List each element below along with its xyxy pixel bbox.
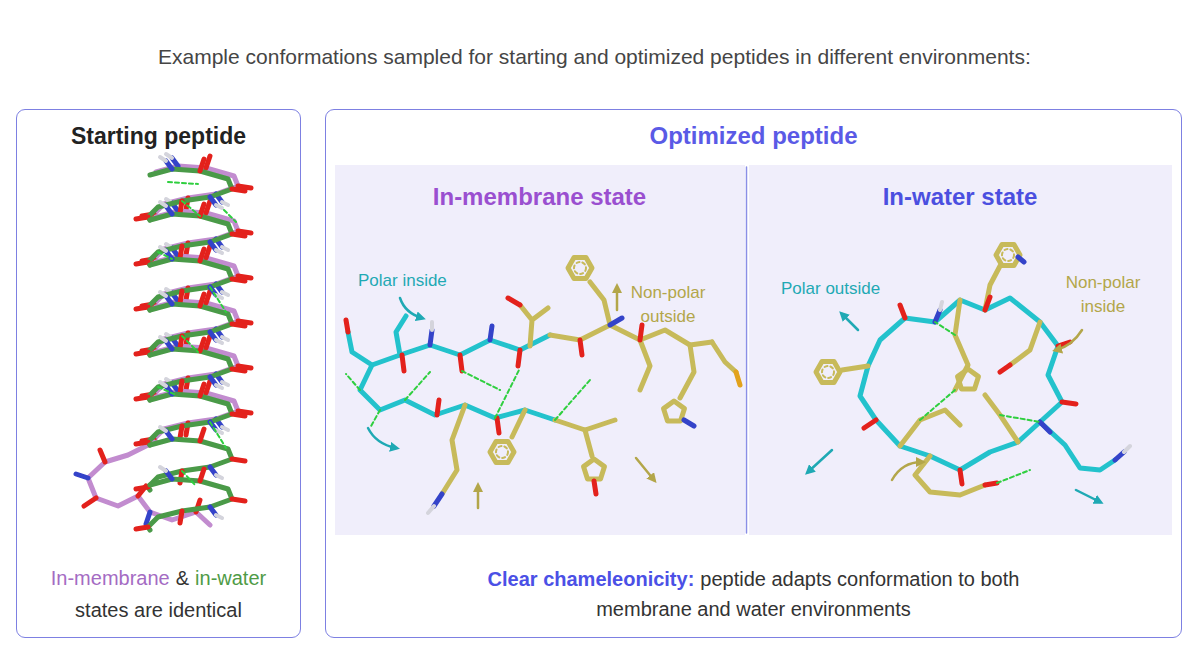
proline-ring bbox=[584, 459, 605, 479]
polar-backbone bbox=[360, 335, 555, 420]
inward-arrow bbox=[400, 298, 422, 318]
caption-highlight: Clear chameleonicity: bbox=[488, 568, 695, 590]
nonpolar-backbone bbox=[550, 325, 712, 430]
panel-divider bbox=[746, 167, 748, 533]
membrane-molecule bbox=[346, 258, 740, 513]
inward-arrow bbox=[892, 462, 922, 480]
polar-sidechains bbox=[348, 316, 406, 365]
helix-turn bbox=[136, 157, 245, 220]
hydrogen-stubs bbox=[428, 322, 434, 513]
panel-heading: Starting peptide bbox=[71, 123, 246, 149]
annotation-label: Non-polar inside bbox=[1055, 271, 1151, 319]
nitrogen-stubs bbox=[76, 474, 150, 524]
proline-ring bbox=[958, 369, 979, 389]
panel-title: In-water state bbox=[883, 183, 1038, 210]
oxygen-stubs bbox=[864, 297, 1076, 485]
annotation-label: Polar inside bbox=[358, 269, 478, 293]
helix-turn bbox=[136, 247, 245, 310]
pyridine-ring bbox=[996, 245, 1020, 266]
aromatic-rings bbox=[816, 245, 1020, 389]
helix-water bbox=[136, 157, 245, 530]
figure-title: Example conformations sampled for starti… bbox=[158, 45, 1031, 69]
hydrogen-bonds bbox=[920, 322, 1040, 483]
panel-box: Starting peptideIn-membrane&in-water stat… bbox=[16, 109, 301, 638]
nonpolar-sidechains bbox=[442, 282, 736, 494]
helix-turn bbox=[136, 292, 245, 355]
outward-arrow bbox=[477, 486, 480, 508]
inward-arrow bbox=[368, 428, 396, 448]
phenyl-ring bbox=[816, 362, 840, 383]
phenyl-ring bbox=[490, 442, 514, 463]
helix-turn bbox=[136, 202, 245, 265]
hydrogen-bonds bbox=[346, 368, 590, 428]
panel-title: In-membrane state bbox=[433, 183, 646, 210]
caption-text: states are identical bbox=[75, 599, 242, 621]
imidazole-ring bbox=[664, 401, 685, 421]
helix-turn bbox=[136, 337, 245, 400]
caption-text: in-water bbox=[195, 565, 266, 591]
outward-arrow bbox=[808, 450, 832, 472]
outward-arrow bbox=[842, 314, 858, 330]
sulfur-stub bbox=[736, 372, 740, 385]
caption-text: In-membrane bbox=[51, 565, 170, 591]
hydrogen-stubs bbox=[940, 302, 1130, 452]
panel-heading: Optimized peptide bbox=[649, 122, 857, 149]
annotation-label: Non-polar outside bbox=[626, 281, 710, 329]
caption-text: & bbox=[176, 565, 189, 591]
outward-arrow bbox=[616, 287, 619, 310]
hydrogen-bonds bbox=[158, 182, 236, 486]
polar-backbone bbox=[860, 298, 1062, 470]
phenyl-ring bbox=[568, 258, 592, 279]
annotation-label: Polar outside bbox=[781, 277, 916, 301]
helix-turn bbox=[136, 467, 245, 530]
outward-arrow bbox=[1076, 490, 1100, 502]
helix-turn bbox=[136, 382, 245, 445]
state-panel: In-membrane state bbox=[335, 165, 745, 535]
polar-sidechain bbox=[1040, 422, 1115, 470]
inward-arrow bbox=[1056, 330, 1082, 350]
panel-box: Optimized peptideClear chameleonicity:pe… bbox=[325, 109, 1182, 638]
outward-arrow bbox=[636, 458, 654, 480]
